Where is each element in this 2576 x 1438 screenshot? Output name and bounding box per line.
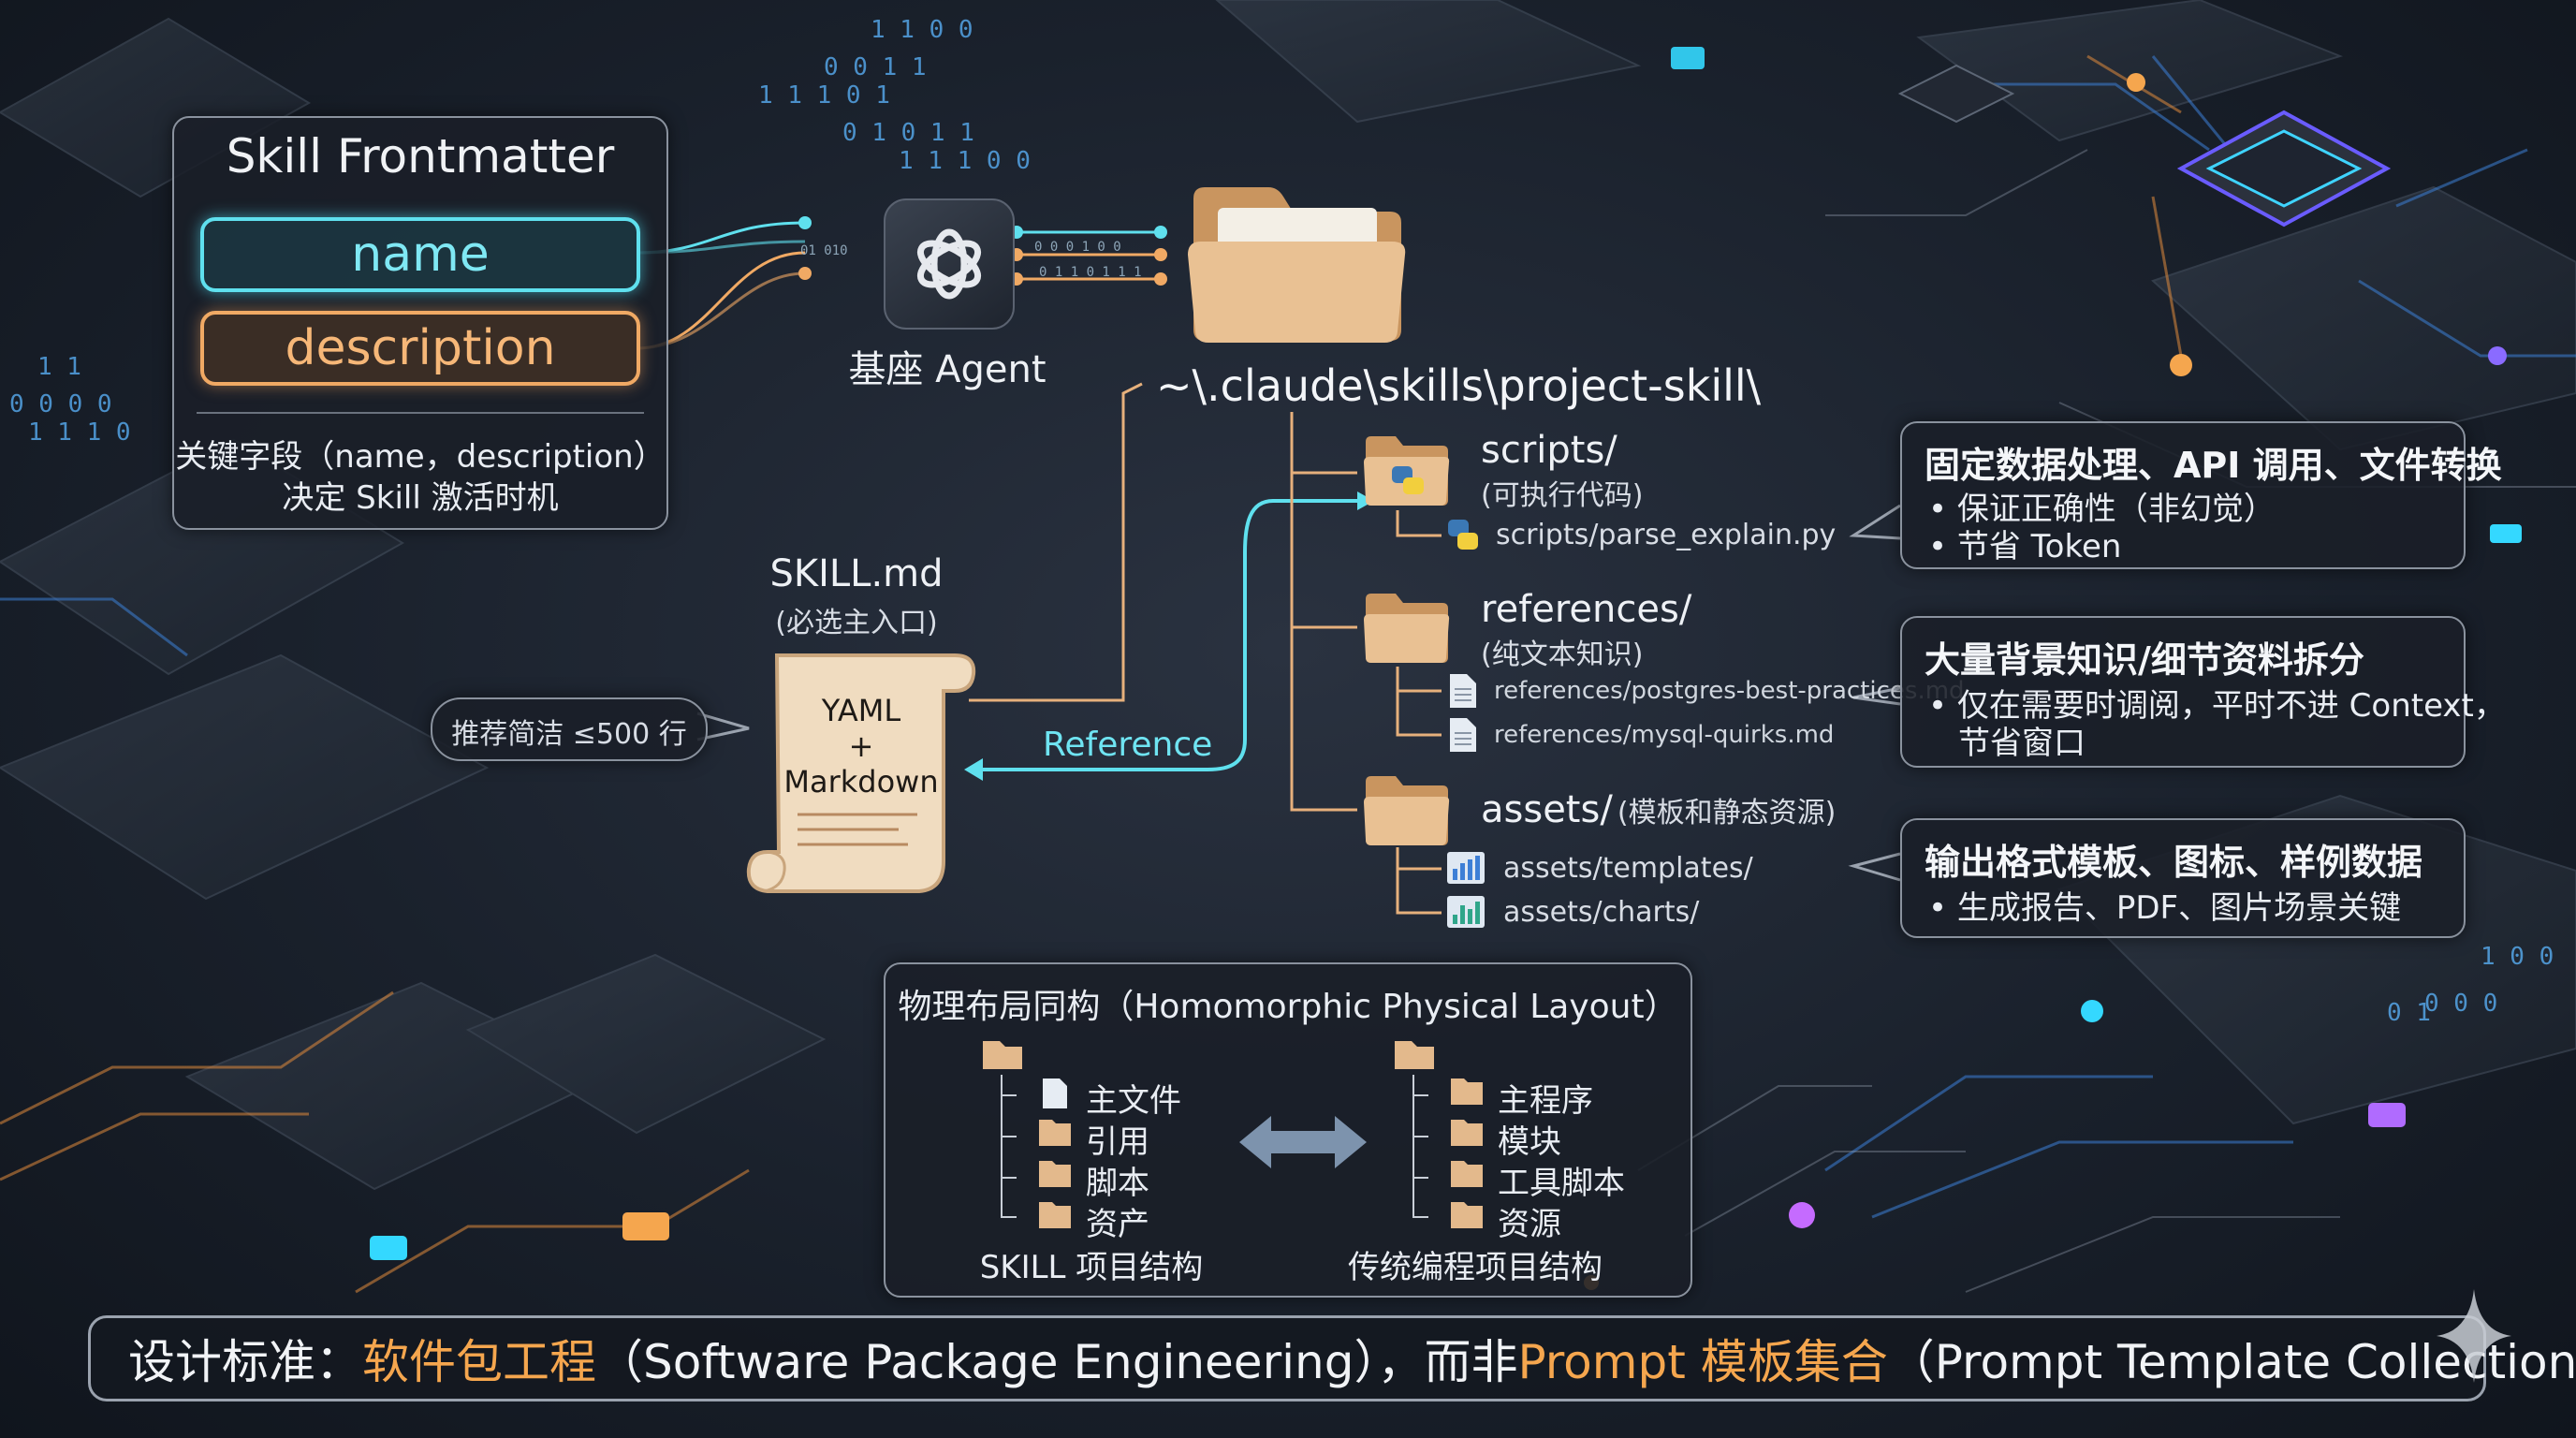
reference-label: Reference: [1043, 726, 1213, 764]
left-item-1: 引用: [1086, 1123, 1149, 1161]
left-item-0: 主文件: [1086, 1082, 1181, 1120]
scroll-line3: Markdown: [783, 764, 939, 800]
svg-text:1 1 1 0 0: 1 1 1 0 0: [899, 147, 1031, 175]
scripts-file-0: scripts/parse_explain.py: [1496, 519, 1837, 551]
skill-path: ~\.claude\skills\project-skill\: [1156, 360, 1762, 411]
footer-prefix: 设计标准：: [128, 1335, 362, 1389]
callout-references-line2: 节省窗口: [1958, 725, 2086, 762]
left-item-3: 资产: [1086, 1206, 1149, 1243]
folder-icon: [1188, 187, 1406, 343]
document-icon: [1450, 718, 1476, 752]
assets-folder-icon: [1364, 776, 1450, 845]
svg-text:0 0 0 1 0 0: 0 0 0 1 0 0: [1034, 240, 1121, 255]
scripts-desc: (可执行代码): [1481, 479, 1644, 512]
callout-scripts-title: 固定数据处理、API 调用、文件转换: [1925, 445, 2502, 486]
tip-text: 推荐简洁 ≤500 行: [451, 718, 687, 751]
agent-logo-tile: [884, 198, 1015, 330]
assets-desc: (模板和静态资源): [1617, 797, 1837, 829]
callout-assets-line1: • 生成报告、PDF、图片场景关键: [1928, 889, 2402, 927]
divider: [197, 412, 644, 414]
python-icon: [1448, 520, 1478, 550]
callout-scripts-line2: • 节省 Token: [1928, 528, 2122, 565]
assets-name: assets/: [1481, 788, 1613, 831]
assets-file-0: assets/templates/: [1503, 852, 1753, 885]
callout-references: 大量背景知识/细节资料拆分 • 仅在需要时调阅，平时不进 Context， 节省…: [1900, 616, 2506, 768]
references-file-0: references/postgres-best-practices.md: [1494, 677, 1965, 705]
svg-text:0 1 1 0 1 1 1: 0 1 1 0 1 1 1: [1039, 265, 1142, 280]
footer-highlight-2: Prompt 模板集合: [1517, 1335, 1888, 1389]
openai-logo-icon: [916, 228, 982, 300]
python-icon: [1392, 466, 1424, 494]
right-item-1: 模块: [1498, 1123, 1561, 1161]
callout-scripts-line1: • 保证正确性（非幻觉）: [1928, 491, 2276, 528]
references-folder-icon: [1364, 594, 1450, 663]
homomorphic-layout-box: 物理布局同构（Homomorphic Physical Layout）: [884, 962, 1692, 1298]
right-item-0: 主程序: [1498, 1082, 1593, 1120]
svg-text:1 1 0 0: 1 1 0 0: [871, 16, 973, 44]
svg-text:1 1: 1 1: [37, 353, 81, 381]
svg-text:1 1 1 0 1: 1 1 1 0 1: [758, 81, 890, 110]
frontmatter-note-line1: 关键字段（name，description）: [175, 438, 666, 476]
chart-icon: [1447, 896, 1485, 928]
skill-md-subtitle: (必选主入口): [775, 607, 938, 639]
svg-text:01 010: 01 010: [800, 243, 848, 258]
right-item-2: 工具脚本: [1498, 1165, 1625, 1202]
svg-text:0 0 0 0: 0 0 0 0: [9, 390, 112, 418]
scripts-name: scripts/: [1481, 429, 1617, 472]
footer-middle: （Software Package Engineering），而非: [596, 1335, 1518, 1389]
document-icon: [1450, 674, 1476, 708]
description-field: description: [200, 311, 640, 386]
callout-assets: 输出格式模板、图标、样例数据 • 生成报告、PDF、图片场景关键: [1900, 818, 2466, 938]
right-caption: 传统编程项目结构: [1348, 1249, 1603, 1286]
tip-bubble: 推荐简洁 ≤500 行: [431, 697, 708, 761]
references-name: references/: [1481, 588, 1692, 631]
scripts-folder-icon: [1364, 436, 1450, 506]
callout-scripts: 固定数据处理、API 调用、文件转换 • 保证正确性（非幻觉） • 节省 Tok…: [1900, 421, 2502, 569]
double-arrow-icon: [1239, 1116, 1367, 1168]
skill-md-title: SKILL.md: [769, 552, 944, 595]
references-desc: (纯文本知识): [1481, 638, 1644, 671]
scroll-icon: [746, 653, 976, 893]
layout-tree-lines: [983, 1041, 1483, 1228]
left-caption: SKILL 项目结构: [979, 1249, 1204, 1286]
frontmatter-title: Skill Frontmatter: [226, 129, 615, 183]
sparkle-icon: [2437, 1289, 2511, 1383]
footer-highlight-1: 软件包工程: [362, 1335, 596, 1389]
layout-box-title: 物理布局同构（Homomorphic Physical Layout）: [898, 988, 1678, 1026]
callout-references-line1: • 仅在需要时调阅，平时不进 Context，: [1928, 687, 2506, 725]
scroll-line1: YAML: [821, 693, 901, 728]
svg-text:0 1 0 1 1: 0 1 0 1 1: [842, 119, 974, 147]
design-standard-banner: 设计标准： 软件包工程 （Software Package Engineerin…: [88, 1315, 2576, 1401]
svg-text:1 0 0: 1 0 0: [2481, 943, 2554, 971]
right-item-3: 资源: [1498, 1206, 1561, 1243]
assets-file-1: assets/charts/: [1503, 896, 1700, 929]
left-item-2: 脚本: [1086, 1165, 1149, 1202]
scroll-line2: +: [848, 728, 874, 764]
frontmatter-panel: Skill Frontmatter name description 关键字段（…: [172, 116, 668, 530]
svg-text:0 0 1 1: 0 0 1 1: [824, 53, 927, 81]
chip-icon: [2176, 110, 2392, 227]
svg-text:0 1: 0 1: [2387, 999, 2431, 1027]
document-icon: [1043, 1078, 1067, 1108]
references-file-1: references/mysql-quirks.md: [1494, 721, 1835, 749]
svg-text:0 0 0: 0 0 0: [2424, 990, 2497, 1018]
agent-label: 基座 Agent: [848, 348, 1046, 391]
name-field: name: [200, 217, 640, 292]
frontmatter-note-line2: 决定 Skill 激活时机: [282, 479, 559, 517]
callout-references-title: 大量背景知识/细节资料拆分: [1925, 639, 2364, 681]
chart-icon: [1447, 852, 1485, 884]
callout-assets-title: 输出格式模板、图标、样例数据: [1925, 842, 2423, 883]
svg-text:1 1 1 0: 1 1 1 0: [28, 418, 131, 447]
assets-heading: assets/ (模板和静态资源): [1481, 788, 1836, 831]
